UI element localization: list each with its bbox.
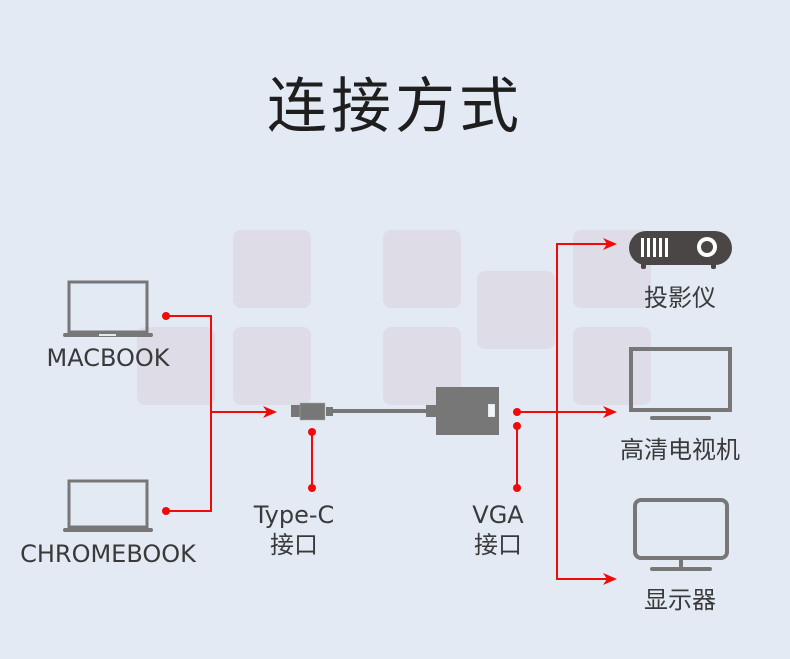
- vga-callout: [513, 422, 521, 492]
- vga-label-line2: 接口: [474, 531, 522, 559]
- type-c-label-line1: Type-C: [253, 501, 335, 529]
- type-c-label: Type-C 接口: [242, 500, 346, 560]
- background-tile: [477, 271, 555, 349]
- background-tile: [233, 230, 311, 308]
- adapter-cable: [333, 409, 428, 413]
- type-c-plug-icon: [291, 402, 333, 421]
- macbook-label: MACBOOK: [46, 344, 170, 372]
- background-tile: [137, 327, 215, 405]
- laptop-icon: [63, 479, 153, 532]
- vga-label: VGA 接口: [458, 500, 538, 560]
- laptop-icon: [63, 280, 153, 337]
- tv-icon: [629, 347, 732, 420]
- vga-label-line1: VGA: [472, 501, 524, 529]
- source-connector-lines: [162, 312, 277, 515]
- background-tile: [233, 327, 311, 405]
- output-connector-lines: [513, 238, 617, 585]
- vga-adapter-icon: [426, 387, 499, 435]
- type-c-callout: [308, 428, 316, 492]
- monitor-label: 显示器: [644, 586, 716, 614]
- chromebook-label: CHROMEBOOK: [20, 540, 196, 568]
- projector-icon: [629, 231, 732, 269]
- page-title: 连接方式: [267, 72, 523, 142]
- background-tile: [573, 327, 651, 405]
- type-c-label-line2: 接口: [270, 531, 318, 559]
- tv-label: 高清电视机: [620, 436, 740, 464]
- monitor-icon: [633, 498, 729, 571]
- background-tile: [383, 230, 461, 308]
- projector-label: 投影仪: [644, 284, 716, 312]
